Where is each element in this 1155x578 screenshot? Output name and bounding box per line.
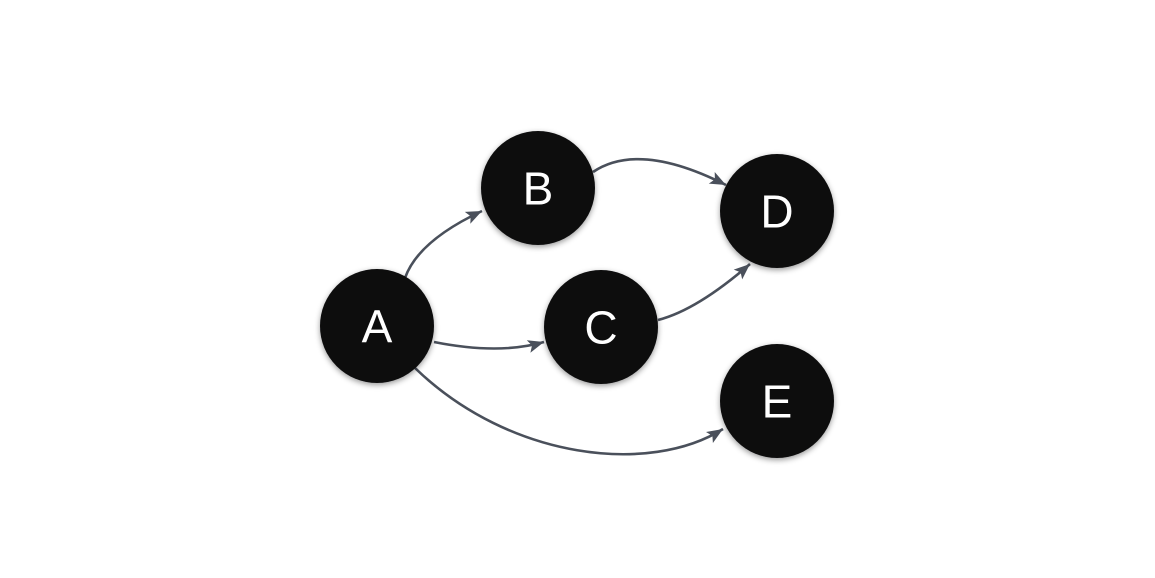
graph-edge-C-D [657, 263, 751, 322]
edge-layer [403, 157, 751, 456]
node-label: D [760, 185, 793, 237]
node-label: B [523, 162, 554, 214]
node-circle [320, 269, 434, 383]
arrowhead-icon [526, 340, 544, 353]
arrowhead-icon [708, 172, 726, 185]
graph-node-A: A [320, 269, 434, 383]
graph-node-E: E [720, 344, 834, 458]
graph-edge-B-D [592, 157, 727, 187]
arrowhead-icon [733, 264, 750, 280]
graph-edge-A-E [414, 367, 724, 456]
arrowhead-icon [706, 429, 723, 443]
graph-edge-A-C [433, 340, 545, 353]
graph-node-D: D [720, 154, 834, 268]
edge-curve [657, 263, 751, 322]
arrowhead-icon [464, 211, 482, 224]
graph-edge-A-B [403, 209, 483, 279]
node-circle [481, 131, 595, 245]
node-layer: A B C D E [320, 131, 834, 458]
edge-curve [592, 157, 727, 187]
node-label: C [584, 301, 617, 353]
edge-curve [433, 340, 545, 350]
node-circle [544, 270, 658, 384]
graph-node-C: C [544, 270, 658, 384]
graph-node-B: B [481, 131, 595, 245]
edge-curve [414, 367, 724, 456]
node-circle [720, 344, 834, 458]
edge-curve [403, 209, 483, 279]
node-circle [720, 154, 834, 268]
node-label: A [362, 300, 393, 352]
node-label: E [762, 375, 793, 427]
